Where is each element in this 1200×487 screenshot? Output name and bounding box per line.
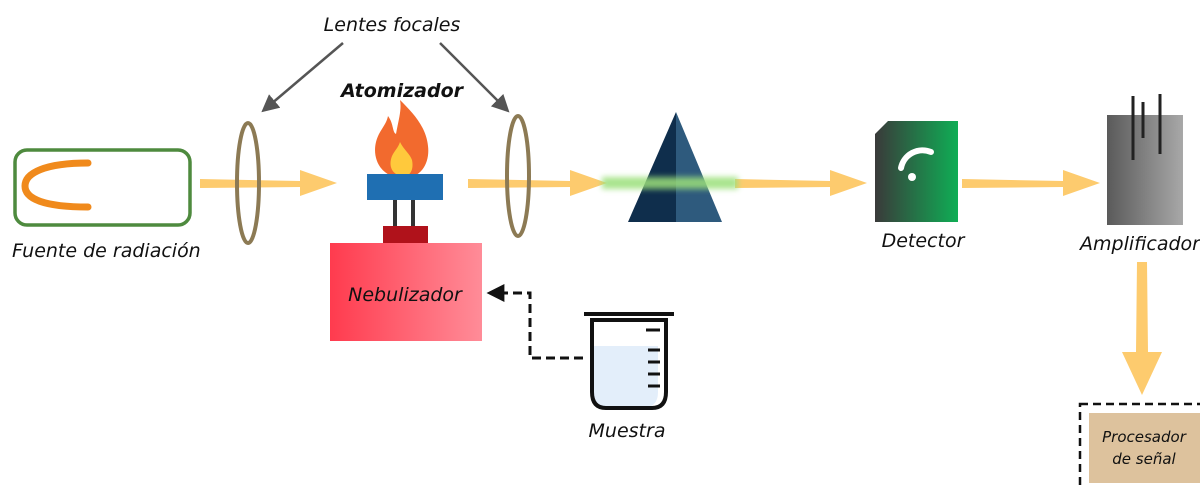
radiation-source	[13, 148, 192, 227]
sample-label: Muestra	[588, 420, 666, 442]
burner-head	[367, 174, 443, 200]
flame-inner	[390, 142, 413, 176]
prism-beam-glow	[602, 177, 738, 189]
beam-arrow-atomizer-to-prism	[468, 170, 607, 196]
lens-pointer-right	[439, 42, 510, 113]
signal-processor	[1078, 402, 1200, 487]
processor-label-line2: de señal	[1112, 450, 1176, 468]
beam-arrow-detector-to-amplifier	[962, 170, 1100, 196]
beam-arrow-amplifier-to-processor	[1122, 262, 1162, 395]
processor-label-line1: Procesador	[1102, 428, 1186, 446]
nebulizer-box	[330, 243, 482, 341]
prism-icon	[602, 112, 738, 222]
atomizer	[367, 100, 443, 243]
lens-icon	[505, 114, 531, 238]
detector-label: Detector	[881, 230, 965, 252]
beam-arrows	[200, 170, 1162, 395]
amplifier-label: Amplificador	[1080, 233, 1200, 255]
signal-icon	[898, 147, 934, 171]
beam-arrow-source-to-atomizer	[200, 170, 337, 196]
source-label: Fuente de radiación	[12, 240, 201, 262]
detector	[875, 121, 958, 222]
amplifier	[1107, 94, 1183, 225]
beaker-icon	[584, 312, 674, 410]
nebulizer-label: Nebulizador	[348, 284, 462, 306]
flame-icon	[375, 100, 429, 178]
lens-icon	[235, 121, 261, 245]
lenses-label: Lentes focales	[323, 14, 461, 36]
atomizer-label: Atomizador	[340, 80, 464, 102]
burner-stand-base	[383, 226, 428, 243]
sample-feed-line	[486, 284, 583, 360]
lens-pointer-left	[261, 42, 344, 113]
beam-arrow-prism-to-detector	[735, 170, 867, 196]
